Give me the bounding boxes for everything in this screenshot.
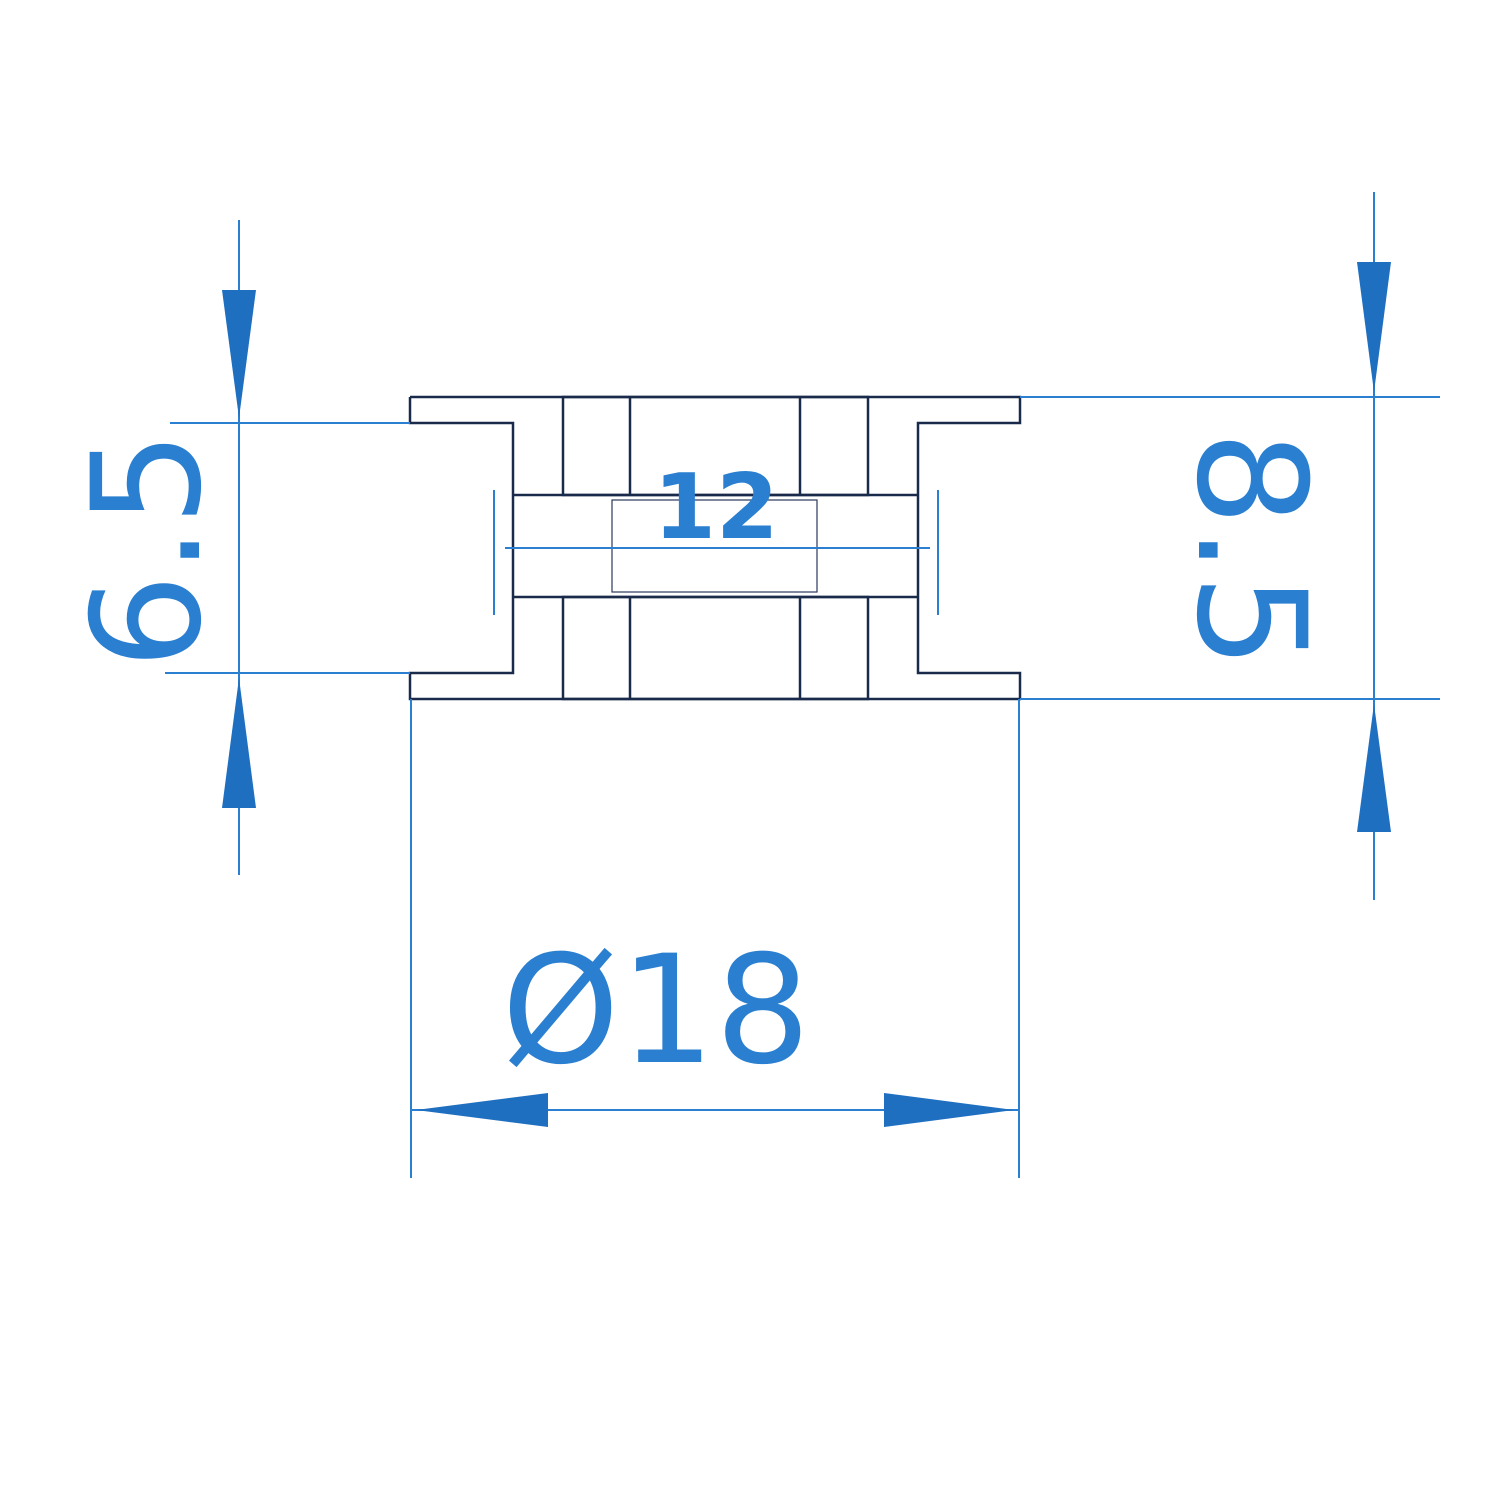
dim-label-bore: 12 (653, 455, 778, 560)
dim-label-outer-diameter: Ø18 (502, 924, 811, 1098)
arrow-right-icon (884, 1093, 1014, 1127)
arrow-left-icon (416, 1093, 548, 1127)
arrow-up-icon (1357, 704, 1391, 832)
bore-inner (611, 499, 818, 593)
arrow-down-icon (222, 290, 256, 418)
dimension-bore (493, 490, 939, 615)
dim-label-flange-width: 8.5 (1163, 431, 1337, 670)
dimension-flange-width (1020, 192, 1440, 900)
arrow-up-icon (222, 678, 256, 808)
dim-label-hub-width: 6.5 (61, 431, 235, 670)
dimension-hub-width (165, 220, 410, 875)
arrow-down-icon (1357, 262, 1391, 392)
dimension-outer-diameter (410, 699, 1020, 1178)
bottom-tooth-block (561, 595, 870, 701)
